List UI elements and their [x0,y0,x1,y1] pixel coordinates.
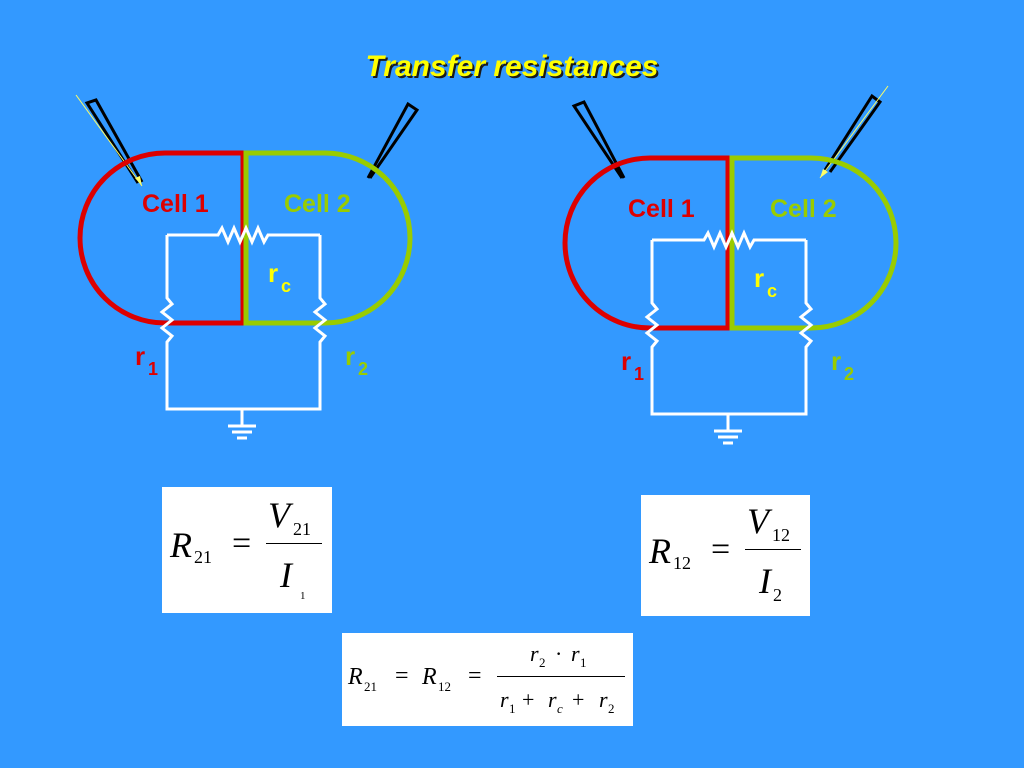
svg-text:r: r [754,263,764,293]
right-rc-label: r c [754,263,777,301]
eq-c-den-rc: r [548,687,557,712]
eq-r21-equals: = [232,525,252,562]
eq-r12-R-sub: 12 [673,553,691,573]
right-voltage-electrode [571,100,626,179]
svg-text:r: r [135,341,145,371]
svg-text:r: r [621,346,631,376]
svg-text:c: c [281,276,291,296]
eq-r12-V: V [747,501,769,541]
left-cell1-membrane [77,150,246,326]
eq-r21-I: I [280,555,292,595]
eq-c-num-r1: r [571,641,580,666]
eq-r12-I: I [759,561,771,601]
eq-r12-fraction-bar [745,549,801,550]
eq-c-den-r2: r [599,687,608,712]
eq-r12-V-sub: 12 [772,525,790,545]
eq-c-num-dot: · [555,641,563,666]
eq-c-R21: R [348,664,363,690]
left-cell2-membrane [243,150,413,326]
left-current-electrode [75,94,144,187]
equation-r21-box: R 21 = V 21 I 1 [162,487,332,613]
eq-r21-fraction-bar [266,543,322,544]
eq-c-den-rc-sub: c [557,701,563,716]
eq-c-fraction-bar [497,676,625,677]
left-cell1-label: Cell 1 [142,190,209,218]
eq-c-den-r1: r [500,687,509,712]
eq-c-equals-1: = [395,663,409,689]
eq-c-R21-sub: 21 [364,679,377,694]
svg-text:c: c [767,281,777,301]
eq-c-den-r2-sub: 2 [608,701,615,716]
eq-r21-V: V [268,495,290,535]
right-cell1-label: Cell 1 [628,195,695,223]
slide-title: Transfer resistances [365,50,659,83]
left-voltage-electrode [366,101,420,179]
right-r1-label: r 1 [621,346,644,384]
eq-c-den-plus-2: + [572,687,585,712]
eq-r12-R: R [649,531,671,571]
eq-r21-R-sub: 21 [194,547,212,567]
left-ground-symbol [228,409,256,440]
eq-c-R12-sub: 12 [438,679,451,694]
eq-c-den-plus-1: + [522,687,535,712]
right-r2-label: r 2 [831,346,854,384]
eq-c-den-r1-sub: 1 [509,701,516,716]
right-cell2-label: Cell 2 [770,195,837,223]
svg-text:2: 2 [844,364,854,384]
eq-c-equals-2: = [468,663,482,689]
svg-text:2: 2 [358,359,368,379]
eq-r21-V-sub: 21 [293,519,311,539]
left-rc-label: r c [268,258,291,296]
right-current-electrode [819,85,889,179]
equation-r12-box: R 12 = V 12 I 2 [641,495,810,616]
svg-text:1: 1 [148,359,158,379]
eq-c-num-r2: r [530,641,539,666]
eq-r21-R: R [170,525,192,565]
eq-c-num-r1-sub: 1 [580,655,587,670]
svg-text:r: r [268,258,278,288]
eq-c-num-r2-sub: 2 [539,655,546,670]
svg-text:1: 1 [634,364,644,384]
right-cell1-membrane [562,155,731,331]
svg-text:r: r [345,341,355,371]
equation-combined-box: R 21 = R 12 = r 2 · r 1 r 1 + r c + r 2 [342,633,633,726]
svg-text:r: r [831,346,841,376]
left-r2-label: r 2 [345,341,368,379]
eq-c-R12: R [422,664,437,690]
right-cell2-membrane [729,155,899,331]
left-cell2-label: Cell 2 [284,190,351,218]
eq-r12-I-sub: 2 [773,585,782,605]
left-r1-label: r 1 [135,341,158,379]
eq-r21-I-sub: 1 [300,590,306,602]
right-ground-symbol [714,414,742,445]
eq-r12-equals: = [711,531,731,568]
